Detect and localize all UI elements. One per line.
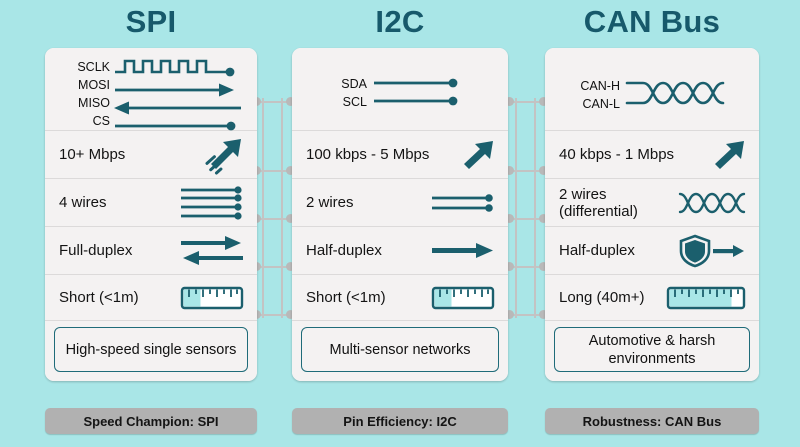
summary-box-can: Automotive & harsh environments xyxy=(554,327,750,372)
footer-badge-can: Robustness: CAN Bus xyxy=(545,408,759,434)
ruler-long-icon xyxy=(666,286,746,309)
footer-badge-i2c: Pin Efficiency: I2C xyxy=(292,408,508,434)
spec-row-wires-can: 2 wires (differential) xyxy=(545,179,759,227)
connector-dot xyxy=(286,310,295,319)
spec-label: 40 kbps - 1 Mbps xyxy=(559,146,675,163)
connector-dot xyxy=(539,166,548,175)
signal-label-scl: SCL xyxy=(342,95,367,109)
twisted-pair-icon xyxy=(678,190,746,216)
spec-row-distance-i2c: Short (<1m) xyxy=(292,275,508,321)
connector-dot xyxy=(286,97,295,106)
spec-row-speed-spi: 10+ Mbps xyxy=(45,131,257,179)
spec-row-speed-i2c: 100 kbps - 5 Mbps xyxy=(292,131,508,179)
spec-label: 10+ Mbps xyxy=(59,146,126,163)
spec-row-distance-spi: Short (<1m) xyxy=(45,275,257,321)
footer-badge-spi: Speed Champion: SPI xyxy=(45,408,257,434)
signal-label-canl: CAN-L xyxy=(582,97,620,111)
column-i2c: SDA SCL 100 kbps - 5 Mbps xyxy=(292,48,508,381)
connector-dot xyxy=(286,166,295,175)
column-title-i2c: I2C xyxy=(375,4,425,39)
spec-label: Long (40m+) xyxy=(559,289,645,306)
spec-row-duplex-can: Half-duplex xyxy=(545,227,759,275)
connector-dot xyxy=(539,310,548,319)
spec-label: Half-duplex xyxy=(559,242,635,259)
summary-wrap-can: Automotive & harsh environments xyxy=(545,321,759,381)
spec-row-duplex-spi: Full-duplex xyxy=(45,227,257,275)
column-can: CAN-H CAN-L 40 kbps - 1 Mbps xyxy=(545,48,759,381)
spec-label: Full-duplex xyxy=(59,242,133,259)
arrow-left-icon xyxy=(114,101,241,115)
spec-row-distance-can: Long (40m+) xyxy=(545,275,759,321)
spec-label: Short (<1m) xyxy=(306,289,386,306)
signal-label-sda: SDA xyxy=(341,77,367,91)
signal-diagram-can: CAN-H CAN-L xyxy=(545,48,759,131)
spec-row-duplex-i2c: Half-duplex xyxy=(292,227,508,275)
line-dot-icon xyxy=(115,121,236,131)
summary-box-spi: High-speed single sensors xyxy=(54,327,248,372)
summary-wrap-i2c: Multi-sensor networks xyxy=(292,321,508,381)
connector-dot xyxy=(505,310,514,319)
arrow-right-icon xyxy=(115,83,234,97)
twisted-pair-upper xyxy=(625,81,725,105)
column-title-spi: SPI xyxy=(125,4,177,39)
spec-label: 2 wires xyxy=(306,194,354,211)
connector-dot xyxy=(505,166,514,175)
connector-dot xyxy=(505,214,514,223)
speed-arrow-icon xyxy=(713,140,745,170)
signal-label-sclk: SCLK xyxy=(77,60,110,74)
speed-rocket-arrow-icon xyxy=(203,137,243,175)
square-wave-clock-icon xyxy=(115,59,227,74)
signal-label-cs: CS xyxy=(92,114,110,128)
connector-dot xyxy=(539,97,548,106)
summary-wrap-spi: High-speed single sensors xyxy=(45,321,257,381)
signal-diagram-spi: SCLK MOSI MISO CS xyxy=(45,48,257,131)
spec-row-wires-i2c: 2 wires xyxy=(292,179,508,227)
column-spi: SCLK MOSI MISO CS xyxy=(45,48,257,381)
signal-label-mosi: MOSI xyxy=(78,78,110,92)
signal-label-miso: MISO xyxy=(78,96,110,110)
connector-dot xyxy=(286,262,295,271)
spec-label: Half-duplex xyxy=(306,242,382,259)
ruler-short-icon xyxy=(180,286,244,309)
spec-label: 4 wires xyxy=(59,194,107,211)
spec-label: 2 wires (differential) xyxy=(559,185,638,220)
signal-diagram-i2c: SDA SCL xyxy=(292,48,508,131)
summary-box-i2c: Multi-sensor networks xyxy=(301,327,499,372)
connector-dot xyxy=(505,97,514,106)
spec-label: 100 kbps - 5 Mbps xyxy=(306,146,430,163)
signal-label-canh: CAN-H xyxy=(580,79,620,93)
spec-row-wires-spi: 4 wires xyxy=(45,179,257,227)
full-duplex-arrows-icon xyxy=(181,235,243,267)
line-dot-icon xyxy=(374,78,458,106)
connector-dot xyxy=(539,262,548,271)
column-title-can: CAN Bus xyxy=(583,4,721,39)
two-wires-icon xyxy=(432,193,494,213)
speed-arrow-icon xyxy=(462,140,494,170)
ruler-short-icon xyxy=(431,286,495,309)
shield-arrow-icon xyxy=(679,234,745,267)
spec-label: Short (<1m) xyxy=(59,289,139,306)
connector-dot xyxy=(286,214,295,223)
endpoint-dot xyxy=(225,67,235,77)
four-wires-icon xyxy=(181,185,243,220)
connector-dot xyxy=(505,262,514,271)
twisted-pair-lower xyxy=(625,81,725,105)
spec-row-speed-can: 40 kbps - 1 Mbps xyxy=(545,131,759,179)
half-duplex-arrow-icon xyxy=(432,241,494,261)
connector-dot xyxy=(539,214,548,223)
